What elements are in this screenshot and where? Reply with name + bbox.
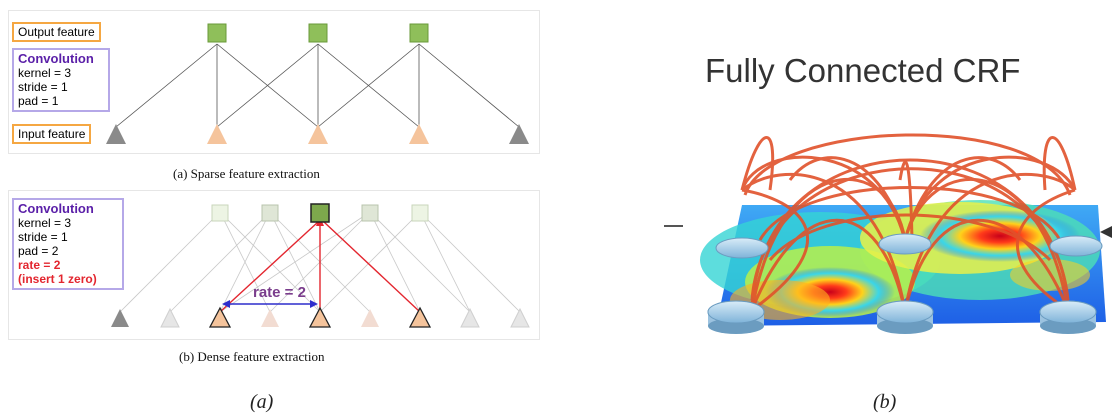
rate-arrow (222, 300, 318, 308)
input-feature-label: Input feature (12, 124, 92, 144)
pad-node (106, 124, 126, 144)
connection-line (317, 43, 420, 128)
input-node (308, 124, 328, 144)
crf-title: Fully Connected CRF (705, 52, 1021, 89)
input-node-faded (361, 309, 379, 327)
panel-b-label: (b) (873, 391, 897, 413)
connection-line (216, 43, 319, 128)
output-feature-label: Output feature (12, 22, 101, 42)
input-node (409, 124, 429, 144)
conv-param: stride = 1 (18, 230, 68, 244)
output-node-faded (411, 204, 429, 222)
conv-title: Convolution (18, 201, 94, 216)
output-node (207, 23, 227, 43)
input-node-faded (261, 309, 279, 327)
output-node-faded (211, 204, 229, 222)
output-node-faded (361, 204, 379, 222)
input-node (207, 124, 227, 144)
input-node-faded (460, 307, 480, 328)
pad-node (111, 309, 129, 327)
caption-dense: (b) Dense feature extraction (179, 349, 325, 364)
output-node-faded (261, 204, 279, 222)
panel-a-label: (a) (250, 391, 274, 413)
output-node-active (310, 203, 330, 223)
input-node-faded (510, 307, 530, 328)
conv-param: kernel = 3 (18, 216, 72, 230)
conv-title: Convolution (18, 51, 94, 66)
input-node-active (208, 306, 232, 328)
pad-node (509, 124, 529, 144)
conv-params-box-dense: Convolution kernel = 3 stride = 1 pad = … (12, 198, 124, 290)
active-connection (323, 221, 421, 313)
crf-nodes (707, 233, 1103, 334)
crf-connections (740, 133, 1077, 313)
rate-note: (insert 1 zero) (18, 272, 97, 286)
conv-param: kernel = 3 (18, 66, 72, 80)
rate-param: rate = 2 (18, 258, 61, 272)
conv-param: pad = 1 (18, 94, 59, 108)
input-node-faded (160, 307, 180, 328)
active-connection (219, 221, 319, 313)
connection-line (418, 43, 520, 128)
conv-param: stride = 1 (18, 80, 68, 94)
input-node-active (408, 306, 432, 328)
caption-sparse: (a) Sparse feature extraction (173, 166, 320, 181)
rate-annotation: rate = 2 (253, 284, 306, 301)
conv-params-box-sparse: Convolution kernel = 3 stride = 1 pad = … (12, 48, 110, 112)
output-node (308, 23, 328, 43)
output-node (409, 23, 429, 43)
right-edge-arrow (1100, 226, 1112, 238)
conv-param: pad = 2 (18, 244, 59, 258)
input-node-active (308, 306, 332, 328)
connection-line (115, 43, 218, 128)
